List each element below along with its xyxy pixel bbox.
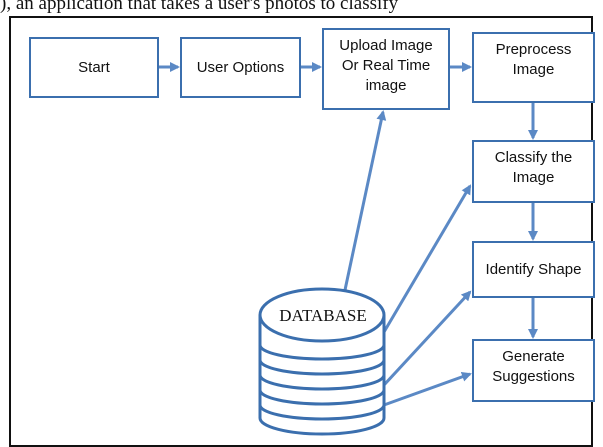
upload-image-node: Upload Image Or Real Time image (322, 28, 450, 110)
generate-suggestions-node: Generate Suggestions (472, 339, 595, 402)
database-label: DATABASE (279, 306, 367, 325)
user-options-label: User Options (196, 59, 285, 76)
preprocess-image-node: Preprocess Image (472, 32, 595, 103)
start-node: Start (29, 37, 159, 98)
cropped-caption-text: ), an application that takes a user's ph… (0, 0, 399, 14)
user-options-node: User Options (180, 37, 301, 98)
identify-shape-label: Identify Shape (485, 261, 582, 278)
upload-image-label: Upload Image Or Real Time image (339, 37, 433, 94)
generate-suggestions-label: Generate Suggestions (492, 348, 575, 385)
classify-image-node: Classify the Image (472, 140, 595, 203)
preprocess-image-label: Preprocess Image (495, 41, 572, 78)
start-label: Start (78, 59, 110, 76)
classify-image-label: Classify the Image (494, 149, 573, 186)
identify-shape-node: Identify Shape (472, 241, 595, 298)
